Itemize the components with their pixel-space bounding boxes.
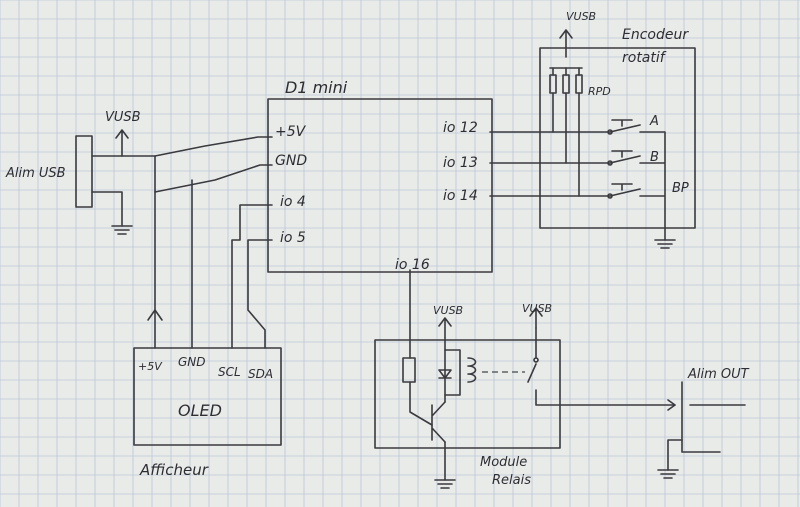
d1-mini-outline — [267, 98, 493, 273]
d1-mini-title: D1 mini — [285, 78, 348, 97]
pin-io5-label: io 5 — [280, 230, 306, 246]
usb-gnd-stub — [91, 191, 123, 227]
relay-base-resistor — [402, 357, 416, 383]
power-bus-wires — [147, 136, 273, 349]
oled-5v-arrow — [147, 309, 163, 321]
usb-ground-symbol — [111, 225, 133, 235]
output-connector — [681, 381, 746, 453]
oled-display: +5V GND SCL SDA OLED Afficheur — [133, 347, 282, 479]
switch-bp-contact — [607, 193, 613, 199]
pin-io16-label: io 16 — [395, 257, 430, 273]
relay-out-arrow — [667, 399, 676, 411]
relay-coil-vusb-label: VUSB — [433, 304, 463, 317]
relay-switch-contact — [527, 327, 676, 406]
usb-vusb-arrow — [115, 129, 129, 157]
encoder-vusb-arrow — [559, 29, 573, 58]
contact-a-label: A — [649, 114, 659, 129]
switch-a-contact — [607, 129, 613, 135]
encoder-common-wire — [639, 131, 666, 241]
alim-usb-label: Alim USB — [5, 166, 66, 181]
rpd-bottom-leads — [552, 92, 580, 197]
usb-power-input: Alim USB VUSB — [5, 110, 156, 235]
relay-ground-symbol — [434, 479, 456, 489]
rotary-encoder: Encodeur rotatif VUSB RPD A B BP — [489, 10, 696, 249]
switch-b — [609, 150, 641, 164]
encoder-vusb-label: VUSB — [566, 10, 596, 23]
contact-b-label: B — [650, 150, 659, 165]
rpd-resistor-3 — [575, 74, 583, 94]
pin-io13-label: io 13 — [443, 155, 478, 171]
usb-5v-stub — [91, 155, 156, 193]
pin-io12-label: io 12 — [443, 120, 478, 136]
relay-caption-2: Relais — [492, 473, 531, 488]
rpd-top-leads — [552, 67, 580, 76]
pin-io4-label: io 4 — [280, 194, 306, 210]
wire-5v-to-board — [154, 136, 273, 157]
switch-bp — [609, 183, 641, 197]
relay-coil-vusb-arrow — [438, 317, 452, 403]
flyback-diode-loop — [444, 349, 461, 396]
oled-pin-gnd: GND — [178, 355, 206, 369]
encoder-outline — [539, 47, 696, 229]
relay-caption-1: Module — [480, 455, 527, 470]
usb-connector-box — [75, 135, 93, 208]
pin-gnd-label: GND — [275, 153, 307, 169]
rpd-label: RPD — [588, 85, 611, 98]
usb-vusb-label: VUSB — [105, 110, 141, 125]
oled-pin-scl: SCL — [218, 365, 241, 379]
alim-out-label: Alim OUT — [687, 367, 750, 382]
switch-b-contact — [607, 160, 613, 166]
switch-a — [609, 119, 641, 133]
encoder-title-2: rotatif — [622, 50, 667, 66]
d1-mini-board: D1 mini +5V GND io 4 io 5 io 12 io 13 io… — [267, 78, 493, 273]
relay-contact-vusb-label: VUSB — [522, 302, 552, 315]
output-ground-symbol — [657, 469, 679, 479]
oled-outline — [133, 347, 282, 446]
relay-coil — [467, 357, 477, 383]
pin-5v-label: +5V — [275, 124, 307, 140]
relay-contact-vusb-arrow — [529, 307, 543, 329]
relay-outline — [374, 339, 561, 449]
pin-io14-label: io 14 — [443, 188, 478, 204]
relay-module: VUSB VUSB Module Relais — [374, 269, 676, 489]
afficheur-caption: Afficheur — [139, 461, 209, 479]
contact-bp-label: BP — [672, 181, 689, 196]
flyback-diode — [438, 369, 452, 379]
encoder-ground-symbol — [654, 239, 676, 249]
output-gnd-wire — [667, 439, 683, 471]
relay-transistor — [431, 401, 446, 443]
oled-pin-sda: SDA — [248, 367, 273, 381]
wire-resistor-to-base — [409, 381, 433, 426]
wire-io5-sda — [247, 239, 273, 349]
wire-gnd-to-board — [154, 164, 273, 193]
wire-io4-scl — [231, 204, 273, 349]
oled-label: OLED — [178, 401, 222, 420]
oled-pin-5v: +5V — [138, 360, 163, 373]
power-output: Alim OUT — [657, 367, 750, 479]
encoder-signal-wires — [489, 131, 611, 197]
encoder-title-1: Encodeur — [622, 27, 689, 43]
rpd-resistor-2 — [562, 74, 570, 94]
